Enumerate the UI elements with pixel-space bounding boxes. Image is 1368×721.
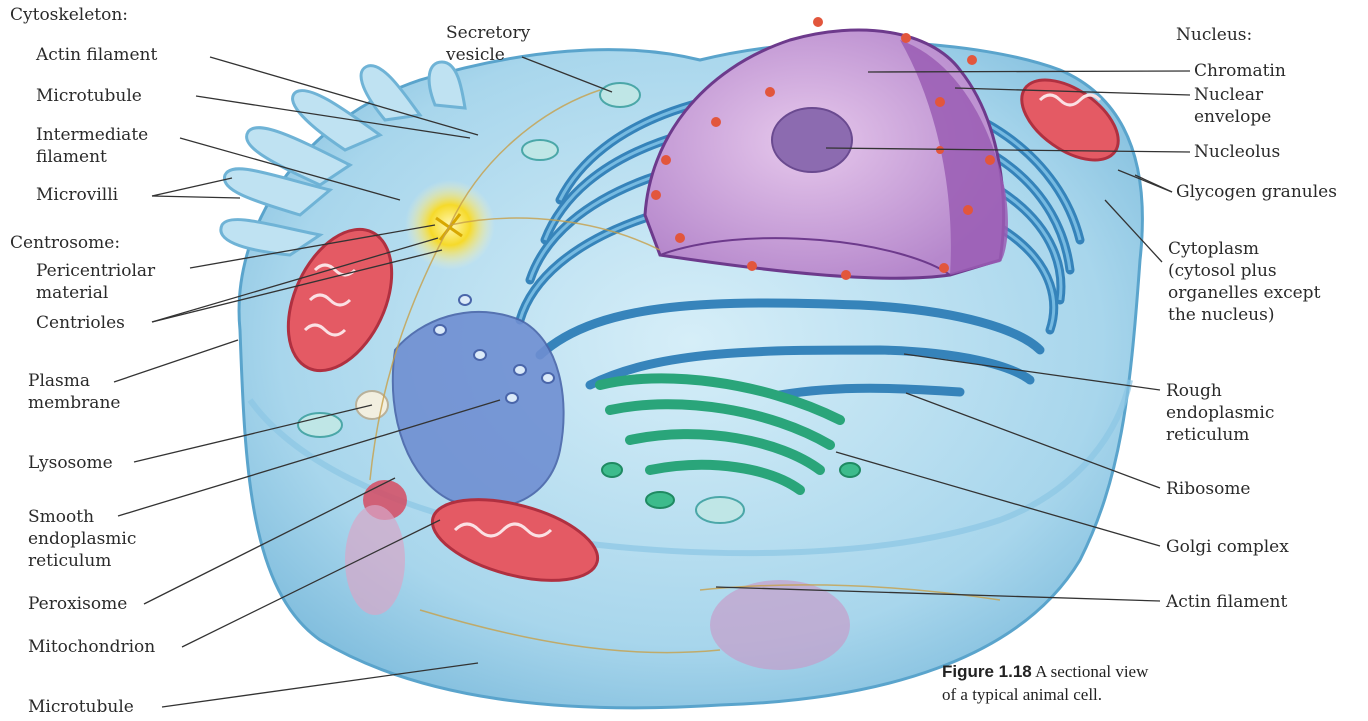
label-microtubule-bottom: Microtubule — [28, 696, 134, 718]
label-golgi-complex: Golgi complex — [1166, 536, 1289, 558]
label-microtubule: Microtubule — [36, 85, 142, 107]
label-microvilli: Microvilli — [36, 184, 118, 206]
caption-line1: A sectional view — [1032, 662, 1149, 681]
lower-organelle-1 — [345, 505, 405, 615]
figure-caption: Figure 1.18 A sectional view of a typica… — [942, 660, 1148, 706]
label-nuclear-envelope: Nuclear envelope — [1194, 84, 1271, 128]
label-plasma-membrane: Plasma membrane — [28, 370, 120, 414]
label-nucleolus: Nucleolus — [1194, 141, 1280, 163]
label-actin-filament-right: Actin filament — [1166, 591, 1287, 613]
label-nucleus: Nucleus: — [1176, 24, 1252, 46]
label-secretory-vesicle: Secretory vesicle — [446, 22, 530, 66]
figure-number: Figure 1.18 — [942, 662, 1032, 681]
vesicle-4 — [696, 497, 744, 523]
secretory-vesicle — [600, 83, 640, 107]
vesicle-3 — [298, 413, 342, 437]
label-actin-filament: Actin filament — [36, 44, 157, 66]
lower-organelle-2 — [710, 580, 850, 670]
label-ribosome: Ribosome — [1166, 478, 1251, 500]
label-cytoplasm: Cytoplasm (cytosol plus organelles excep… — [1168, 238, 1320, 326]
label-smooth-er: Smooth endoplasmic reticulum — [28, 506, 136, 572]
label-rough-er: Rough endoplasmic reticulum — [1166, 380, 1274, 446]
label-intermediate-filament: Intermediate filament — [36, 124, 148, 168]
label-pericentriolar-material: Pericentriolar material — [36, 260, 155, 304]
label-centrioles: Centrioles — [36, 312, 125, 334]
vesicle-2 — [522, 140, 558, 160]
label-lysosome: Lysosome — [28, 452, 113, 474]
label-peroxisome: Peroxisome — [28, 593, 127, 615]
label-centrosome: Centrosome: — [10, 232, 120, 254]
label-cytoskeleton: Cytoskeleton: — [10, 4, 128, 26]
caption-line2: of a typical animal cell. — [942, 685, 1102, 704]
nucleolus — [772, 108, 852, 172]
label-mitochondrion: Mitochondrion — [28, 636, 155, 658]
label-chromatin: Chromatin — [1194, 60, 1286, 82]
label-glycogen-granules: Glycogen granules — [1176, 181, 1337, 203]
